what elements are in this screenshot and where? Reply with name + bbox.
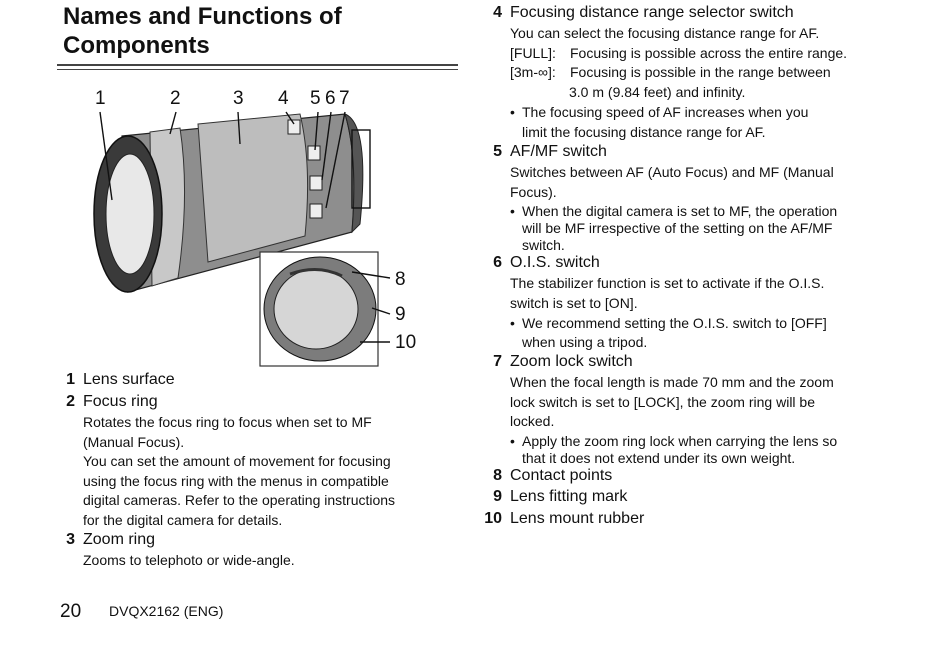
item-number: 6 [493, 254, 502, 271]
option-3m: [3m-∞]: Focusing is possible in the rang… [510, 64, 831, 80]
focus-range-switch [287, 119, 301, 135]
mount-inner [273, 268, 359, 350]
item-name: Contact points [510, 467, 613, 484]
diagram-label-2: 2 [170, 88, 181, 109]
diagram-label-4: 4 [278, 88, 289, 109]
item-description: The stabilizer function is set to activa… [510, 274, 827, 352]
item-name: Zoom ring [83, 531, 156, 548]
lens-surface [105, 153, 155, 275]
item-name: O.I.S. switch [510, 254, 600, 271]
item-description: When the focal length is made 70 mm and … [510, 373, 837, 467]
item-number: 5 [493, 143, 502, 160]
item-description: Zooms to telephoto or wide-angle. [83, 552, 295, 568]
page-title: Names and Functions of Components [63, 3, 342, 59]
page-number: 20 [60, 601, 82, 622]
document-code: DVQX2162 (ENG) [109, 603, 224, 619]
item-number: 7 [493, 353, 502, 370]
item-name: Zoom lock switch [510, 353, 633, 370]
zoom-ring [197, 113, 309, 263]
item-number: 2 [66, 393, 75, 410]
diagram-label-5: 5 [310, 88, 321, 109]
diagram-label-10: 10 [395, 332, 416, 353]
item-description: You can select the focusing distance ran… [510, 24, 848, 142]
note-bullet: When the digital camera is set to MF, th… [510, 203, 837, 254]
title-rule [57, 64, 458, 70]
item-number: 8 [493, 467, 502, 484]
note-bullet: The focusing speed of AF increases when … [510, 103, 819, 142]
item-number: 3 [66, 531, 75, 548]
item-name: Focusing distance range selector switch [510, 4, 794, 21]
item-number: 9 [493, 488, 502, 505]
item-name: Focus ring [83, 393, 158, 410]
option-full: [FULL]: Focusing is possible across the … [510, 44, 848, 61]
diagram-label-1: 1 [95, 88, 106, 109]
item-number: 10 [484, 510, 502, 527]
ois-switch [309, 175, 323, 191]
item-name: Lens surface [83, 371, 175, 388]
diagram-label-6: 6 [325, 88, 336, 109]
af-mf-switch [307, 145, 321, 161]
item-number: 4 [493, 4, 502, 21]
diagram-label-9: 9 [395, 304, 406, 325]
zoom-lock-switch [309, 203, 323, 219]
item-name: Lens fitting mark [510, 488, 628, 505]
note-bullet: We recommend setting the O.I.S. switch t… [510, 314, 827, 352]
item-number: 1 [66, 371, 75, 388]
diagram-label-3: 3 [233, 88, 244, 109]
item-description: Switches between AF (Auto Focus) and MF … [510, 163, 837, 254]
diagram-label-8: 8 [395, 269, 406, 290]
item-name: Lens mount rubber [510, 510, 645, 527]
lens-diagram: 1 2 3 4 5 6 7 8 9 10 [93, 88, 416, 367]
contact-points [289, 268, 343, 278]
item-description: Rotates the focus ring to focus when set… [83, 414, 396, 528]
diagram-label-7: 7 [339, 88, 350, 109]
note-bullet: Apply the zoom ring lock when carrying t… [510, 433, 837, 467]
item-name: AF/MF switch [510, 143, 607, 160]
